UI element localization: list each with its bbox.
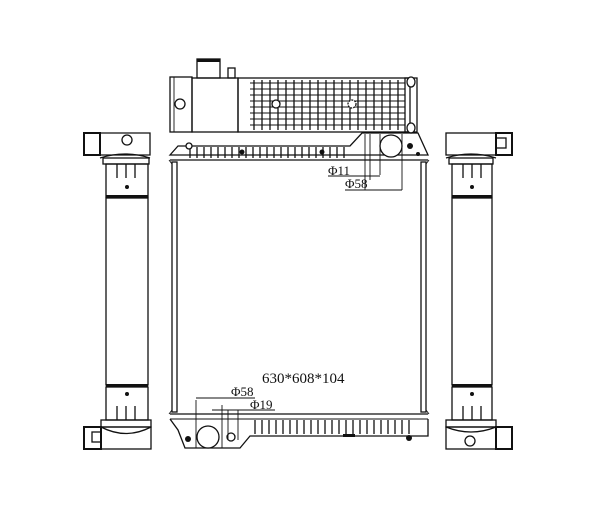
top-large-diameter-label: Φ58 [345,176,368,191]
top-small-diameter-label: Φ11 [328,163,350,178]
bottom-outlet-dimensions: Φ58 Φ19 [196,384,275,412]
bottom-tank-fins [254,420,410,434]
top-outlet-dimensions: Φ11 Φ58 [328,163,402,191]
top-view [169,58,418,134]
top-tank-fins [189,147,345,158]
bottom-large-diameter-label: Φ58 [231,384,254,399]
overall-dimensions-label: 630*608*104 [262,371,345,387]
bottom-small-diameter-label: Φ19 [250,397,273,412]
front-view [168,132,430,449]
left-side-view [83,132,152,450]
right-side-view [445,132,513,450]
